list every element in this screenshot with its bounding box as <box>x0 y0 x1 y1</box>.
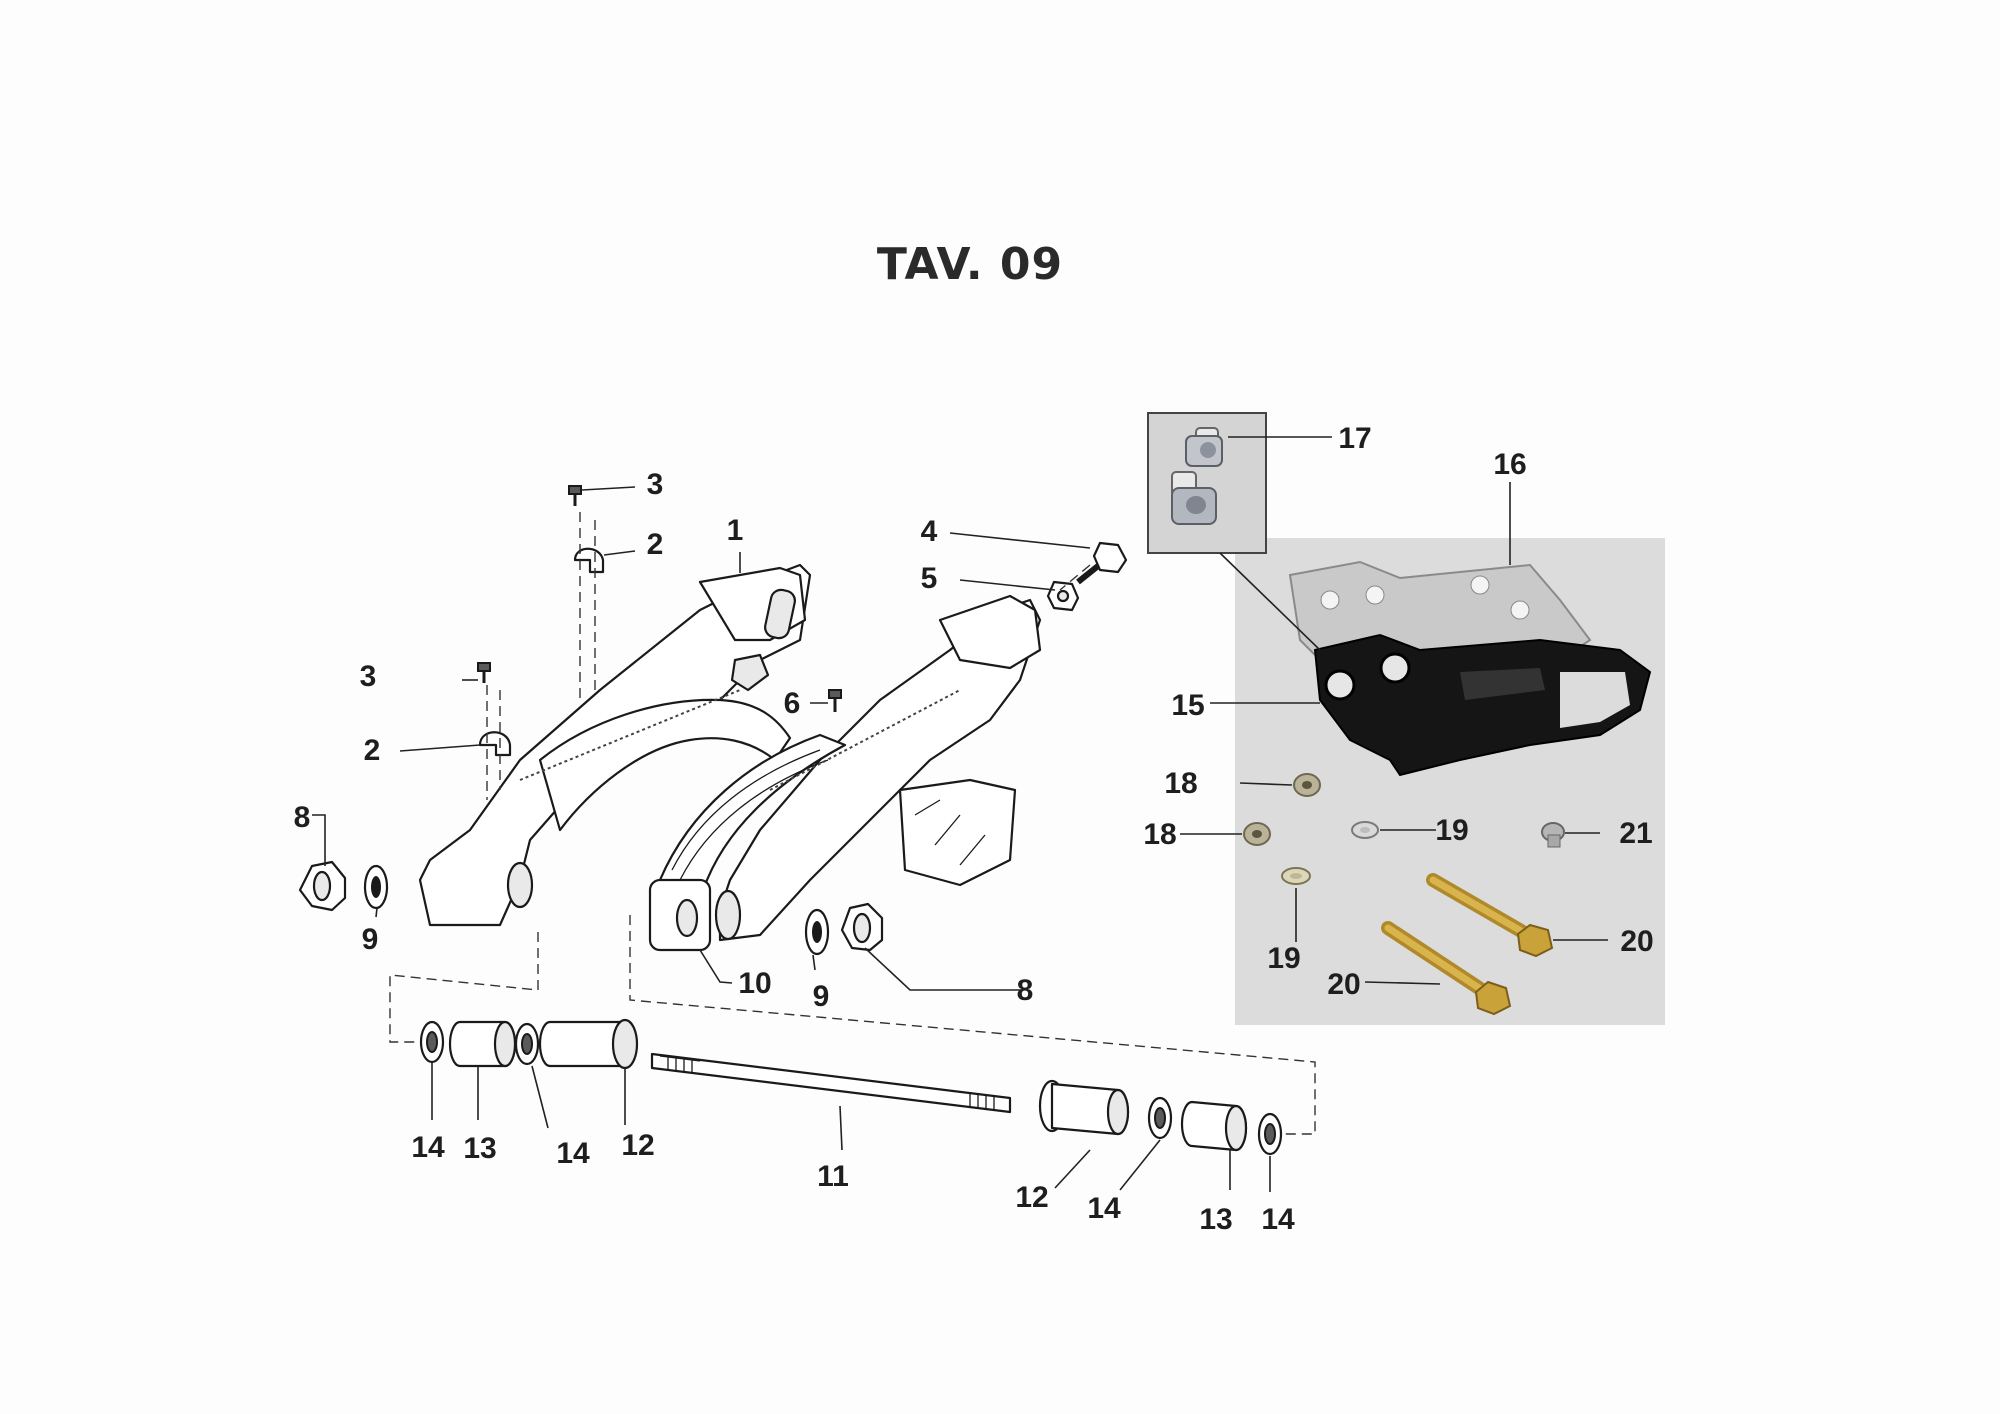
washer-9-right <box>804 908 830 956</box>
callout-2b: 2 <box>364 734 381 767</box>
callout-8b: 8 <box>1017 974 1034 1007</box>
callout-13b: 13 <box>1199 1203 1232 1236</box>
washer-19-left <box>1281 867 1311 885</box>
callout-9b: 9 <box>813 980 830 1013</box>
callout-17: 17 <box>1338 422 1371 455</box>
callout-18b: 18 <box>1143 818 1176 851</box>
clamp-2-upper <box>573 547 605 574</box>
bolt-4 <box>1076 541 1128 585</box>
nut-18-upper <box>1293 773 1321 797</box>
swingarm-right <box>648 594 1042 952</box>
callout-15: 15 <box>1171 689 1204 722</box>
seal-14-b <box>514 1022 540 1066</box>
callout-10: 10 <box>738 967 771 1000</box>
callout-1: 1 <box>727 514 744 547</box>
chain-guide-photo <box>1235 538 1665 1025</box>
nut-5 <box>1046 580 1080 612</box>
washer-9-left <box>363 864 389 910</box>
callout-12a: 12 <box>621 1129 654 1162</box>
screw-3-upper <box>568 485 582 506</box>
callout-14a: 14 <box>411 1131 445 1164</box>
callout-14b: 14 <box>556 1137 590 1170</box>
washer-19-right <box>1351 821 1379 839</box>
callout-3b: 3 <box>360 660 377 693</box>
callout-19a: 19 <box>1435 814 1468 847</box>
callout-6: 6 <box>784 687 801 720</box>
callout-21: 21 <box>1619 817 1652 850</box>
seal-14-a <box>419 1020 445 1064</box>
callout-8a: 8 <box>294 801 311 834</box>
bolt-20-upper <box>1426 873 1554 958</box>
bolt-20-lower <box>1381 921 1512 1016</box>
leader-lines <box>312 436 1608 1192</box>
shaft-11 <box>650 1052 1012 1114</box>
callout-19b: 19 <box>1267 942 1300 975</box>
sleeve-12-b <box>1038 1079 1130 1136</box>
callout-13a: 13 <box>463 1132 496 1165</box>
roller-17-lower <box>1171 471 1217 525</box>
page-title: TAV. 09 <box>877 239 1063 290</box>
callout-16: 16 <box>1493 448 1526 481</box>
seal-14-d <box>1257 1112 1283 1156</box>
nut-18-lower <box>1243 822 1271 846</box>
nut-8-right <box>840 902 884 952</box>
callout-3a: 3 <box>647 468 664 501</box>
callout-14c: 14 <box>1087 1192 1121 1225</box>
pivot-assembly <box>419 1018 1283 1156</box>
swingarm-left <box>418 563 812 927</box>
callout-9a: 9 <box>362 923 379 956</box>
screw-6 <box>828 689 842 712</box>
callouts: 1 2 2 3 3 4 5 6 8 8 9 9 10 11 12 12 13 1… <box>294 422 1654 1236</box>
screw-3-lower <box>477 662 491 683</box>
bushing-13-a <box>448 1020 517 1068</box>
callout-14d: 14 <box>1261 1203 1295 1236</box>
callout-18a: 18 <box>1164 767 1197 800</box>
roller-17-upper <box>1185 427 1223 467</box>
bushing-13-b <box>1180 1100 1248 1152</box>
screw-21 <box>1541 822 1565 848</box>
sleeve-12-a <box>538 1018 639 1070</box>
callout-20a: 20 <box>1620 925 1653 958</box>
nut-8-left <box>298 860 347 912</box>
assembly-lines <box>389 512 1316 1135</box>
callout-11: 11 <box>817 1160 849 1193</box>
callout-2a: 2 <box>647 528 664 561</box>
callout-4: 4 <box>921 515 938 548</box>
callout-20b: 20 <box>1327 968 1360 1001</box>
seal-14-c <box>1147 1096 1173 1140</box>
callout-12b: 12 <box>1015 1181 1048 1214</box>
clamp-2-lower <box>478 731 512 757</box>
callout-5: 5 <box>921 562 938 595</box>
